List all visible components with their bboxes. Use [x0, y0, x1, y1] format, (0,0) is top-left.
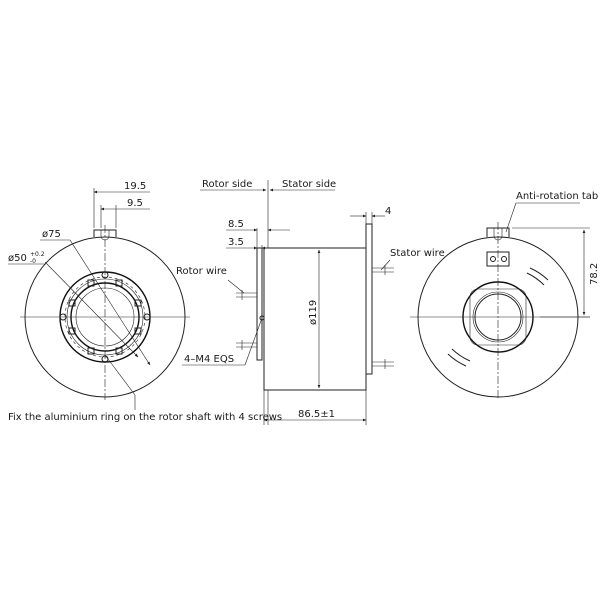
dim-rotor-offset: 3.5 [228, 237, 244, 248]
label-stator-wire: Stator wire [390, 248, 445, 259]
dim-bore-dia: ø50 [8, 253, 27, 264]
dim-flange-thickness: 8.5 [228, 219, 244, 230]
dim-outer-dia: ø75 [42, 229, 61, 240]
dim-tab-width: 19.5 [124, 181, 146, 192]
label-anti-rotation-tab: Anti-rotation tab [516, 191, 598, 202]
dim-length: 86.5±1 [298, 409, 335, 420]
label-screws: 4–M4 EQS [184, 354, 234, 365]
right-view [410, 202, 590, 400]
left-view [8, 188, 190, 410]
rotor-flange [256, 247, 263, 361]
label-rotor-side: Rotor side [202, 179, 252, 190]
stator-tab [365, 223, 373, 375]
dim-bore-tol-upper: +0.2 [30, 251, 45, 258]
label-note: Fix the aluminium ring on the rotor shaf… [8, 412, 282, 423]
dim-slot-offset: 9.5 [127, 198, 143, 209]
label-stator-side: Stator side [282, 179, 336, 190]
dim-tab-thickness: 4 [385, 206, 391, 217]
side-view [182, 180, 394, 425]
label-rotor-wire: Rotor wire [176, 266, 227, 277]
dim-body-dia: ø119 [308, 300, 319, 325]
dim-tab-height: 78.2 [589, 263, 600, 285]
dim-bore-tol-lower: -0 [30, 258, 36, 265]
